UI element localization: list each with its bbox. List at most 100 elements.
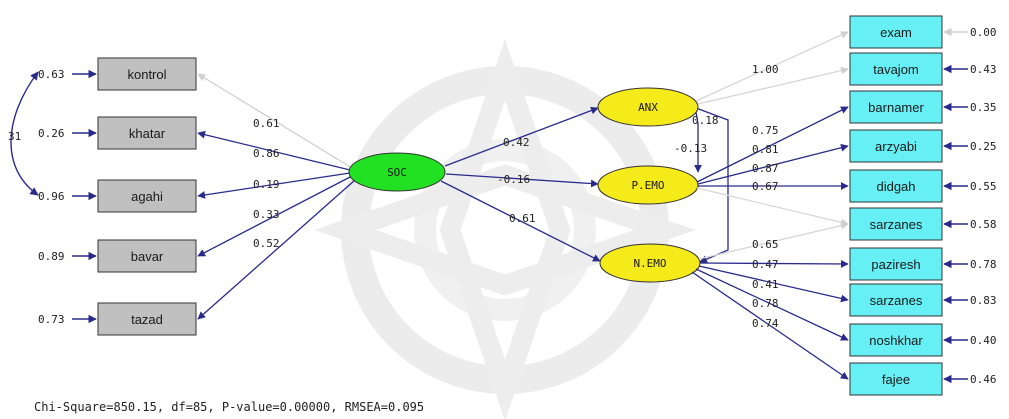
loading-value: 0.74 — [752, 317, 779, 330]
latent-nemo-label: N.EMO — [633, 257, 666, 270]
indicator-label: barnamer — [868, 100, 924, 115]
error-value: 0.35 — [970, 101, 997, 114]
error-value: 0.40 — [970, 334, 997, 347]
left-indicators: kontrol 0.63 khatar 0.26 agahi 0.96 bava… — [38, 57, 197, 336]
indicator-label: khatar — [129, 126, 166, 141]
indicator-label: paziresh — [871, 257, 920, 272]
loading-value: 0.19 — [253, 178, 280, 191]
indicator-box-didgah — [849, 169, 943, 203]
loading-value: 0.78 — [752, 297, 779, 310]
error-value: 0.89 — [38, 250, 65, 263]
latent-soc-label: SOC — [387, 166, 407, 179]
nemo-loadings: 0.65 0.47 0.41 0.78 0.74 — [691, 221, 849, 380]
loading-arrow-sarzanes-b — [698, 221, 849, 260]
covariance-label: 31 — [8, 130, 21, 143]
latent-pemo — [597, 165, 699, 205]
error-value: 0.26 — [38, 127, 65, 140]
indicator-box-tazad — [97, 302, 197, 336]
indicator-box-arzyabi — [849, 129, 943, 163]
loading-arrow-khatar — [197, 130, 351, 171]
indicator-label: noshkhar — [869, 333, 923, 348]
path-soc-anx — [444, 106, 599, 167]
loading-arrow-kontrol — [197, 73, 353, 169]
loading-value: 0.61 — [253, 117, 280, 130]
indicator-label: tavajom — [873, 62, 919, 77]
indicator-box-sarzanes-2 — [849, 283, 943, 317]
indicator-label: didgah — [876, 179, 915, 194]
loading-arrow-bavar — [197, 175, 353, 257]
error-value: 0.58 — [970, 218, 997, 231]
path-anx-nemo — [695, 107, 729, 263]
error-value: 0.00 — [970, 26, 997, 39]
structural-paths: 0.42 -0.16 0.61 0.18 -0.13 — [440, 106, 729, 263]
loading-arrow-agahi — [197, 172, 351, 199]
indicator-box-khatar — [97, 116, 197, 150]
loading-value: 0.65 — [752, 238, 779, 251]
loading-value: 0.41 — [752, 278, 779, 291]
error-value: 0.96 — [38, 190, 65, 203]
loading-arrow-sarzanes-c — [698, 265, 849, 303]
indicator-label: tazad — [131, 312, 163, 327]
indicator-label: fajee — [882, 372, 910, 387]
pemo-loadings: 0.75 0.81 0.87 0.67 — [696, 106, 849, 227]
loading-arrow-noshkhar — [695, 268, 849, 341]
error-value: 0.43 — [970, 63, 997, 76]
indicator-box-noshkhar — [849, 323, 943, 357]
indicator-box-bavar — [97, 239, 197, 273]
loading-arrow-exam — [695, 31, 849, 102]
loading-value: 0.67 — [752, 180, 779, 193]
indicator-box-fajee — [849, 362, 943, 396]
path-anx-pemo — [694, 111, 702, 173]
anx-loadings: 1.00 — [695, 31, 849, 105]
indicator-box-exam — [849, 15, 943, 49]
indicator-label: sarzanes — [870, 217, 923, 232]
indicator-label: exam — [880, 25, 912, 40]
loading-value: 0.33 — [253, 208, 280, 221]
loading-value: 0.75 — [752, 124, 779, 137]
error-value: 0.83 — [970, 294, 997, 307]
loading-arrow-sarzanes-a — [696, 187, 849, 227]
loading-arrow-paziresh — [699, 260, 849, 268]
path-value: 0.61 — [509, 212, 536, 225]
loading-value: 1.00 — [752, 63, 779, 76]
indicator-box-agahi — [97, 179, 197, 213]
error-value: 0.46 — [970, 373, 997, 386]
latent-pemo-label: P.EMO — [631, 179, 664, 192]
loading-value: 0.47 — [752, 258, 779, 271]
error-value: 0.73 — [38, 313, 65, 326]
latent-anx-label: ANX — [638, 101, 658, 114]
error-value: 0.55 — [970, 180, 997, 193]
latent-anx — [597, 87, 699, 127]
indicator-label: arzyabi — [875, 139, 917, 154]
path-soc-pemo — [445, 173, 599, 188]
loading-arrow-tavajom — [697, 66, 849, 105]
error-value: 0.25 — [970, 140, 997, 153]
indicator-box-kontrol — [97, 57, 197, 91]
indicator-box-paziresh — [849, 247, 943, 281]
loading-value: 0.81 — [752, 143, 779, 156]
loading-arrow-barnamer — [696, 106, 849, 183]
indicator-label: kontrol — [127, 67, 166, 82]
path-value: -0.16 — [497, 173, 530, 186]
loading-value: 0.86 — [253, 147, 280, 160]
indicator-box-tavajom — [849, 52, 943, 86]
latent-soc — [348, 152, 446, 192]
soc-loadings: 0.61 0.86 0.19 0.33 0.52 — [197, 73, 356, 320]
path-value: 0.42 — [503, 136, 530, 149]
loading-value: 0.87 — [752, 162, 779, 175]
indicator-box-sarzanes — [849, 207, 943, 241]
right-indicators: exam 0.00 tavajom 0.43 barnamer 0.35 arz… — [849, 15, 997, 396]
loading-arrow-tazad — [197, 179, 356, 320]
indicator-box-barnamer — [849, 90, 943, 124]
indicator-label: sarzanes — [870, 293, 923, 308]
error-value: 0.63 — [38, 68, 65, 81]
loading-arrow-fajee — [691, 271, 849, 380]
loading-arrow-arzyabi — [697, 143, 849, 185]
error-value: 0.78 — [970, 258, 997, 271]
covariance-arc — [10, 71, 39, 196]
fit-statistics: Chi-Square=850.15, df=85, P-value=0.0000… — [34, 400, 424, 414]
loading-value: 0.52 — [253, 237, 280, 250]
indicator-label: bavar — [131, 249, 164, 264]
path-value: 0.18 — [692, 114, 719, 127]
